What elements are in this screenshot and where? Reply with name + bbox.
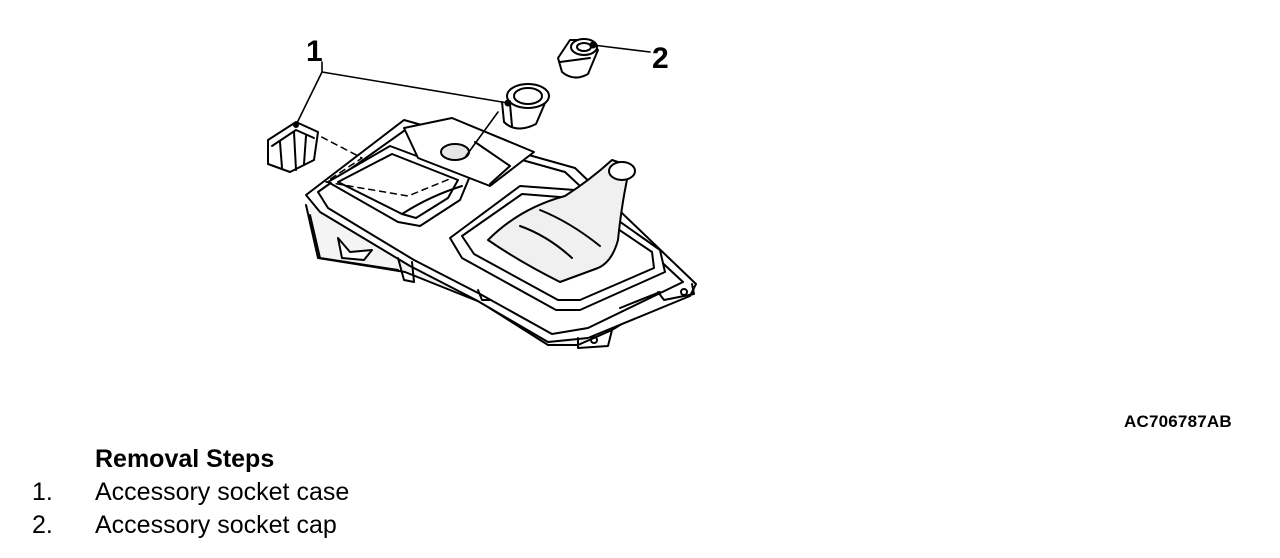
- alignment-guide-lines: [311, 131, 453, 197]
- console-exploded-diagram: 1 2: [267, 35, 697, 349]
- accessory-socket-cap-part: [557, 38, 599, 79]
- floor-console: [305, 117, 697, 349]
- removal-steps-title: Removal Steps: [95, 445, 275, 473]
- accessory-socket-case-part: [267, 121, 319, 173]
- accessory-socket-case-mounted: [501, 83, 550, 130]
- step-label: Accessory socket cap: [95, 511, 337, 539]
- figure-code: AC706787AB: [1124, 412, 1232, 431]
- leader-lines: [295, 44, 651, 157]
- removal-step: 2. Accessory socket cap: [32, 511, 337, 540]
- callout-1: 1: [306, 35, 323, 68]
- step-number: 2.: [32, 511, 53, 539]
- step-number: 1.: [32, 478, 53, 506]
- removal-step: 1. Accessory socket case: [32, 478, 349, 507]
- callout-2: 2: [652, 42, 669, 75]
- step-label: Accessory socket case: [95, 478, 350, 506]
